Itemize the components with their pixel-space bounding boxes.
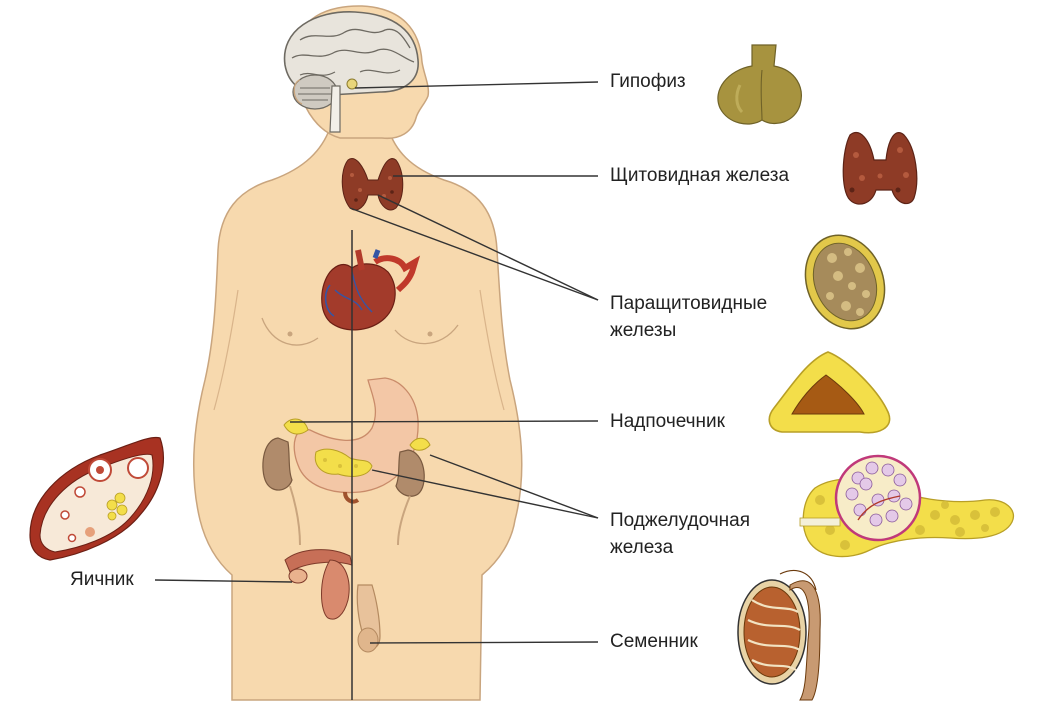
label-pancreas: Поджелудочная железа — [610, 507, 810, 561]
testis-illustration — [737, 569, 821, 701]
adrenal-right — [409, 437, 431, 451]
heart-icon — [321, 249, 421, 331]
penis-icon — [356, 584, 381, 653]
uterus-icon — [284, 549, 353, 620]
pituitary-illustration — [717, 44, 802, 125]
line-pancreas-1 — [371, 469, 599, 519]
label-pancreas-line1: Поджелудочная — [610, 510, 750, 531]
label-testis: Семенник — [610, 631, 698, 652]
human-body — [192, 5, 523, 701]
duodenum — [343, 491, 360, 504]
kidney-right — [395, 449, 425, 497]
line-testis — [369, 641, 599, 644]
pancreas-illustration — [799, 454, 1015, 558]
nipple-left — [287, 331, 293, 337]
label-parathyroid-line1: Паращитовидные — [610, 293, 768, 314]
label-ovary: Яичник — [70, 569, 134, 590]
line-parathyroid-1 — [377, 194, 599, 301]
nipple-right — [427, 331, 433, 337]
ureter-right — [397, 495, 411, 546]
label-adrenal: Надпочечник — [610, 411, 725, 432]
adrenal-left — [283, 418, 309, 435]
chest-curve-left — [261, 317, 319, 346]
pancreas-in-body — [314, 448, 373, 477]
label-thyroid: Щитовидная железа — [610, 165, 790, 186]
line-pituitary — [354, 81, 599, 89]
line-adrenal — [289, 420, 599, 423]
label-pancreas-line2: железа — [610, 537, 674, 558]
label-parathyroid: Паращитовидные железы — [610, 290, 810, 344]
callout-lines — [154, 81, 599, 644]
line-ovary — [154, 579, 293, 583]
ear — [293, 79, 303, 105]
adrenal-illustration — [768, 351, 891, 434]
body-silhouette — [192, 127, 523, 701]
brain-icon — [283, 11, 419, 133]
line-pancreas-2 — [429, 454, 599, 519]
ureter-left — [289, 485, 301, 546]
thyroid-illustration — [842, 132, 918, 205]
label-parathyroid-line2: железы — [610, 320, 677, 341]
right-arm-crease — [479, 289, 505, 411]
left-arm-crease — [213, 289, 239, 411]
line-parathyroid-2 — [349, 207, 599, 301]
ovary-illustration — [29, 436, 164, 561]
label-pituitary: Гипофиз — [610, 71, 686, 92]
kidney-icon — [262, 437, 293, 491]
chest-curve-right — [394, 324, 459, 345]
parathyroid-illustration — [804, 234, 886, 330]
